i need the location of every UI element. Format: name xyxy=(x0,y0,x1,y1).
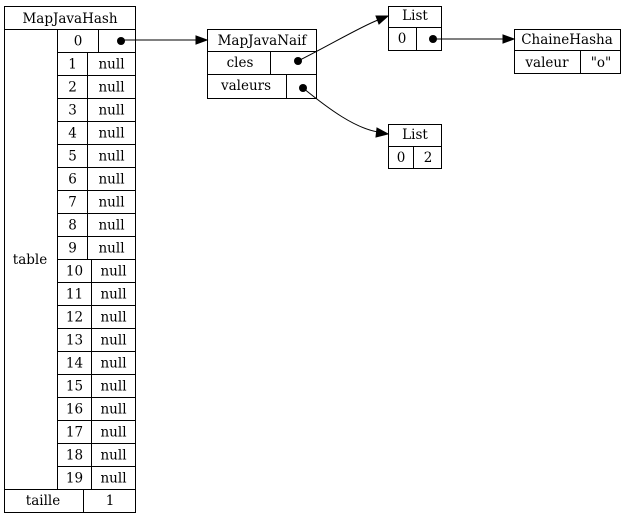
reference-arrows xyxy=(121,15,516,138)
row-pointer-dot xyxy=(117,37,125,45)
list-valeurs-title: List xyxy=(402,127,428,143)
row-index: 2 xyxy=(68,80,77,96)
row-index: 5 xyxy=(68,149,77,165)
row-value: null xyxy=(100,448,126,464)
valeurs-field-label: valeurs xyxy=(220,78,271,94)
row-index: 12 xyxy=(66,310,83,326)
row-value: null xyxy=(98,57,124,73)
row-index: 17 xyxy=(66,425,83,441)
map-java-hash-title: MapJavaHash xyxy=(22,11,117,27)
hash-table-row: 16 null xyxy=(57,397,136,421)
size-value: 1 xyxy=(106,493,115,509)
row-value: null xyxy=(100,333,126,349)
hash-table-row: 14 null xyxy=(57,351,136,375)
hash-table-row: 17 null xyxy=(57,420,136,444)
hash-table-row: 1 null xyxy=(57,52,136,76)
map-java-naif-title: MapJavaNaif xyxy=(218,33,308,49)
hash-table-row: 4 null xyxy=(57,121,136,145)
row-index: 13 xyxy=(66,333,83,349)
hash-table-row: 8 null xyxy=(57,213,136,237)
row-index: 18 xyxy=(66,448,83,464)
arrowhead-list-valeurs xyxy=(375,127,390,138)
row-value: null xyxy=(98,80,124,96)
hash-table-row: 0 xyxy=(74,29,125,53)
valeur-field-label: valeur xyxy=(524,55,569,71)
hash-table-row: 5 null xyxy=(57,144,136,168)
row-value: null xyxy=(100,425,126,441)
list-cles-frame xyxy=(388,6,442,51)
arrow-cles-to-list xyxy=(297,19,379,62)
hash-table-row: 13 null xyxy=(57,328,136,352)
list-valeurs-index: 0 xyxy=(397,150,406,166)
row-index: 14 xyxy=(66,356,83,372)
hash-table-row: 7 null xyxy=(57,190,136,214)
list-valeurs-value: 2 xyxy=(424,150,433,166)
valeur-field-value: "o" xyxy=(591,55,612,71)
hash-table-rows: 0 1 null 2 null 3 null 4 null 5 null 6 null 7 null 8 nul… xyxy=(57,29,136,490)
row-index: 0 xyxy=(74,34,83,50)
row-value: null xyxy=(98,172,124,188)
row-value: null xyxy=(100,471,126,487)
list-valeurs-node: List 0 2 xyxy=(388,124,442,169)
row-value: null xyxy=(98,218,124,234)
row-index: 1 xyxy=(68,57,77,73)
arrowhead-mapjavanaif xyxy=(195,35,209,45)
row-value: null xyxy=(100,310,126,326)
row-value: null xyxy=(100,379,126,395)
hash-table-row: 10 null xyxy=(57,259,136,283)
hash-table-row: 15 null xyxy=(57,374,136,398)
row-value: null xyxy=(98,149,124,165)
map-java-naif-node: MapJavaNaif cles valeurs xyxy=(207,29,317,99)
row-value: null xyxy=(100,264,126,280)
hash-table-row: 12 null xyxy=(57,305,136,329)
row-index: 11 xyxy=(66,287,83,303)
row-value: null xyxy=(100,402,126,418)
row-index: 10 xyxy=(66,264,83,280)
cles-field-label: cles xyxy=(227,55,254,71)
list-cles-title: List xyxy=(402,8,428,24)
row-value: null xyxy=(100,287,126,303)
row-value: null xyxy=(100,356,126,372)
hash-table-row: 2 null xyxy=(57,75,136,99)
row-value: null xyxy=(98,241,124,257)
chaine-hasha-node: ChaineHasha valeur "o" xyxy=(514,29,621,74)
row-value: null xyxy=(98,103,124,119)
row-index: 19 xyxy=(66,471,83,487)
row-index: 6 xyxy=(68,172,77,188)
hash-table-row: 6 null xyxy=(57,167,136,191)
map-java-hash-node: MapJavaHash table taille 1 0 1 null 2 null 3 n… xyxy=(4,6,136,513)
hash-table-row: 18 null xyxy=(57,443,136,467)
list-cles-index: 0 xyxy=(398,31,407,47)
row-index: 8 xyxy=(68,218,77,234)
chaine-hasha-title: ChaineHasha xyxy=(521,32,613,48)
table-label: table xyxy=(13,252,47,268)
row-value: null xyxy=(98,126,124,142)
hash-table-row: 3 null xyxy=(57,98,136,122)
row-index: 15 xyxy=(66,379,83,395)
row-index: 4 xyxy=(68,126,77,142)
hash-table-row: 19 null xyxy=(57,466,136,490)
hash-table-row: 11 null xyxy=(57,282,136,306)
row-index: 7 xyxy=(68,195,77,211)
list-cles-node: List 0 xyxy=(388,6,442,51)
size-label: taille xyxy=(26,493,60,509)
hash-table-row: 9 null xyxy=(57,236,136,260)
arrowhead-list-cles xyxy=(375,15,390,25)
row-index: 9 xyxy=(68,241,77,257)
arrow-valeurs-to-list xyxy=(302,87,379,133)
row-value: null xyxy=(98,195,124,211)
row-index: 16 xyxy=(66,402,83,418)
chaine-hasha-frame xyxy=(514,29,621,74)
row-index: 3 xyxy=(68,103,77,119)
arrowhead-chainehasha xyxy=(502,34,516,44)
